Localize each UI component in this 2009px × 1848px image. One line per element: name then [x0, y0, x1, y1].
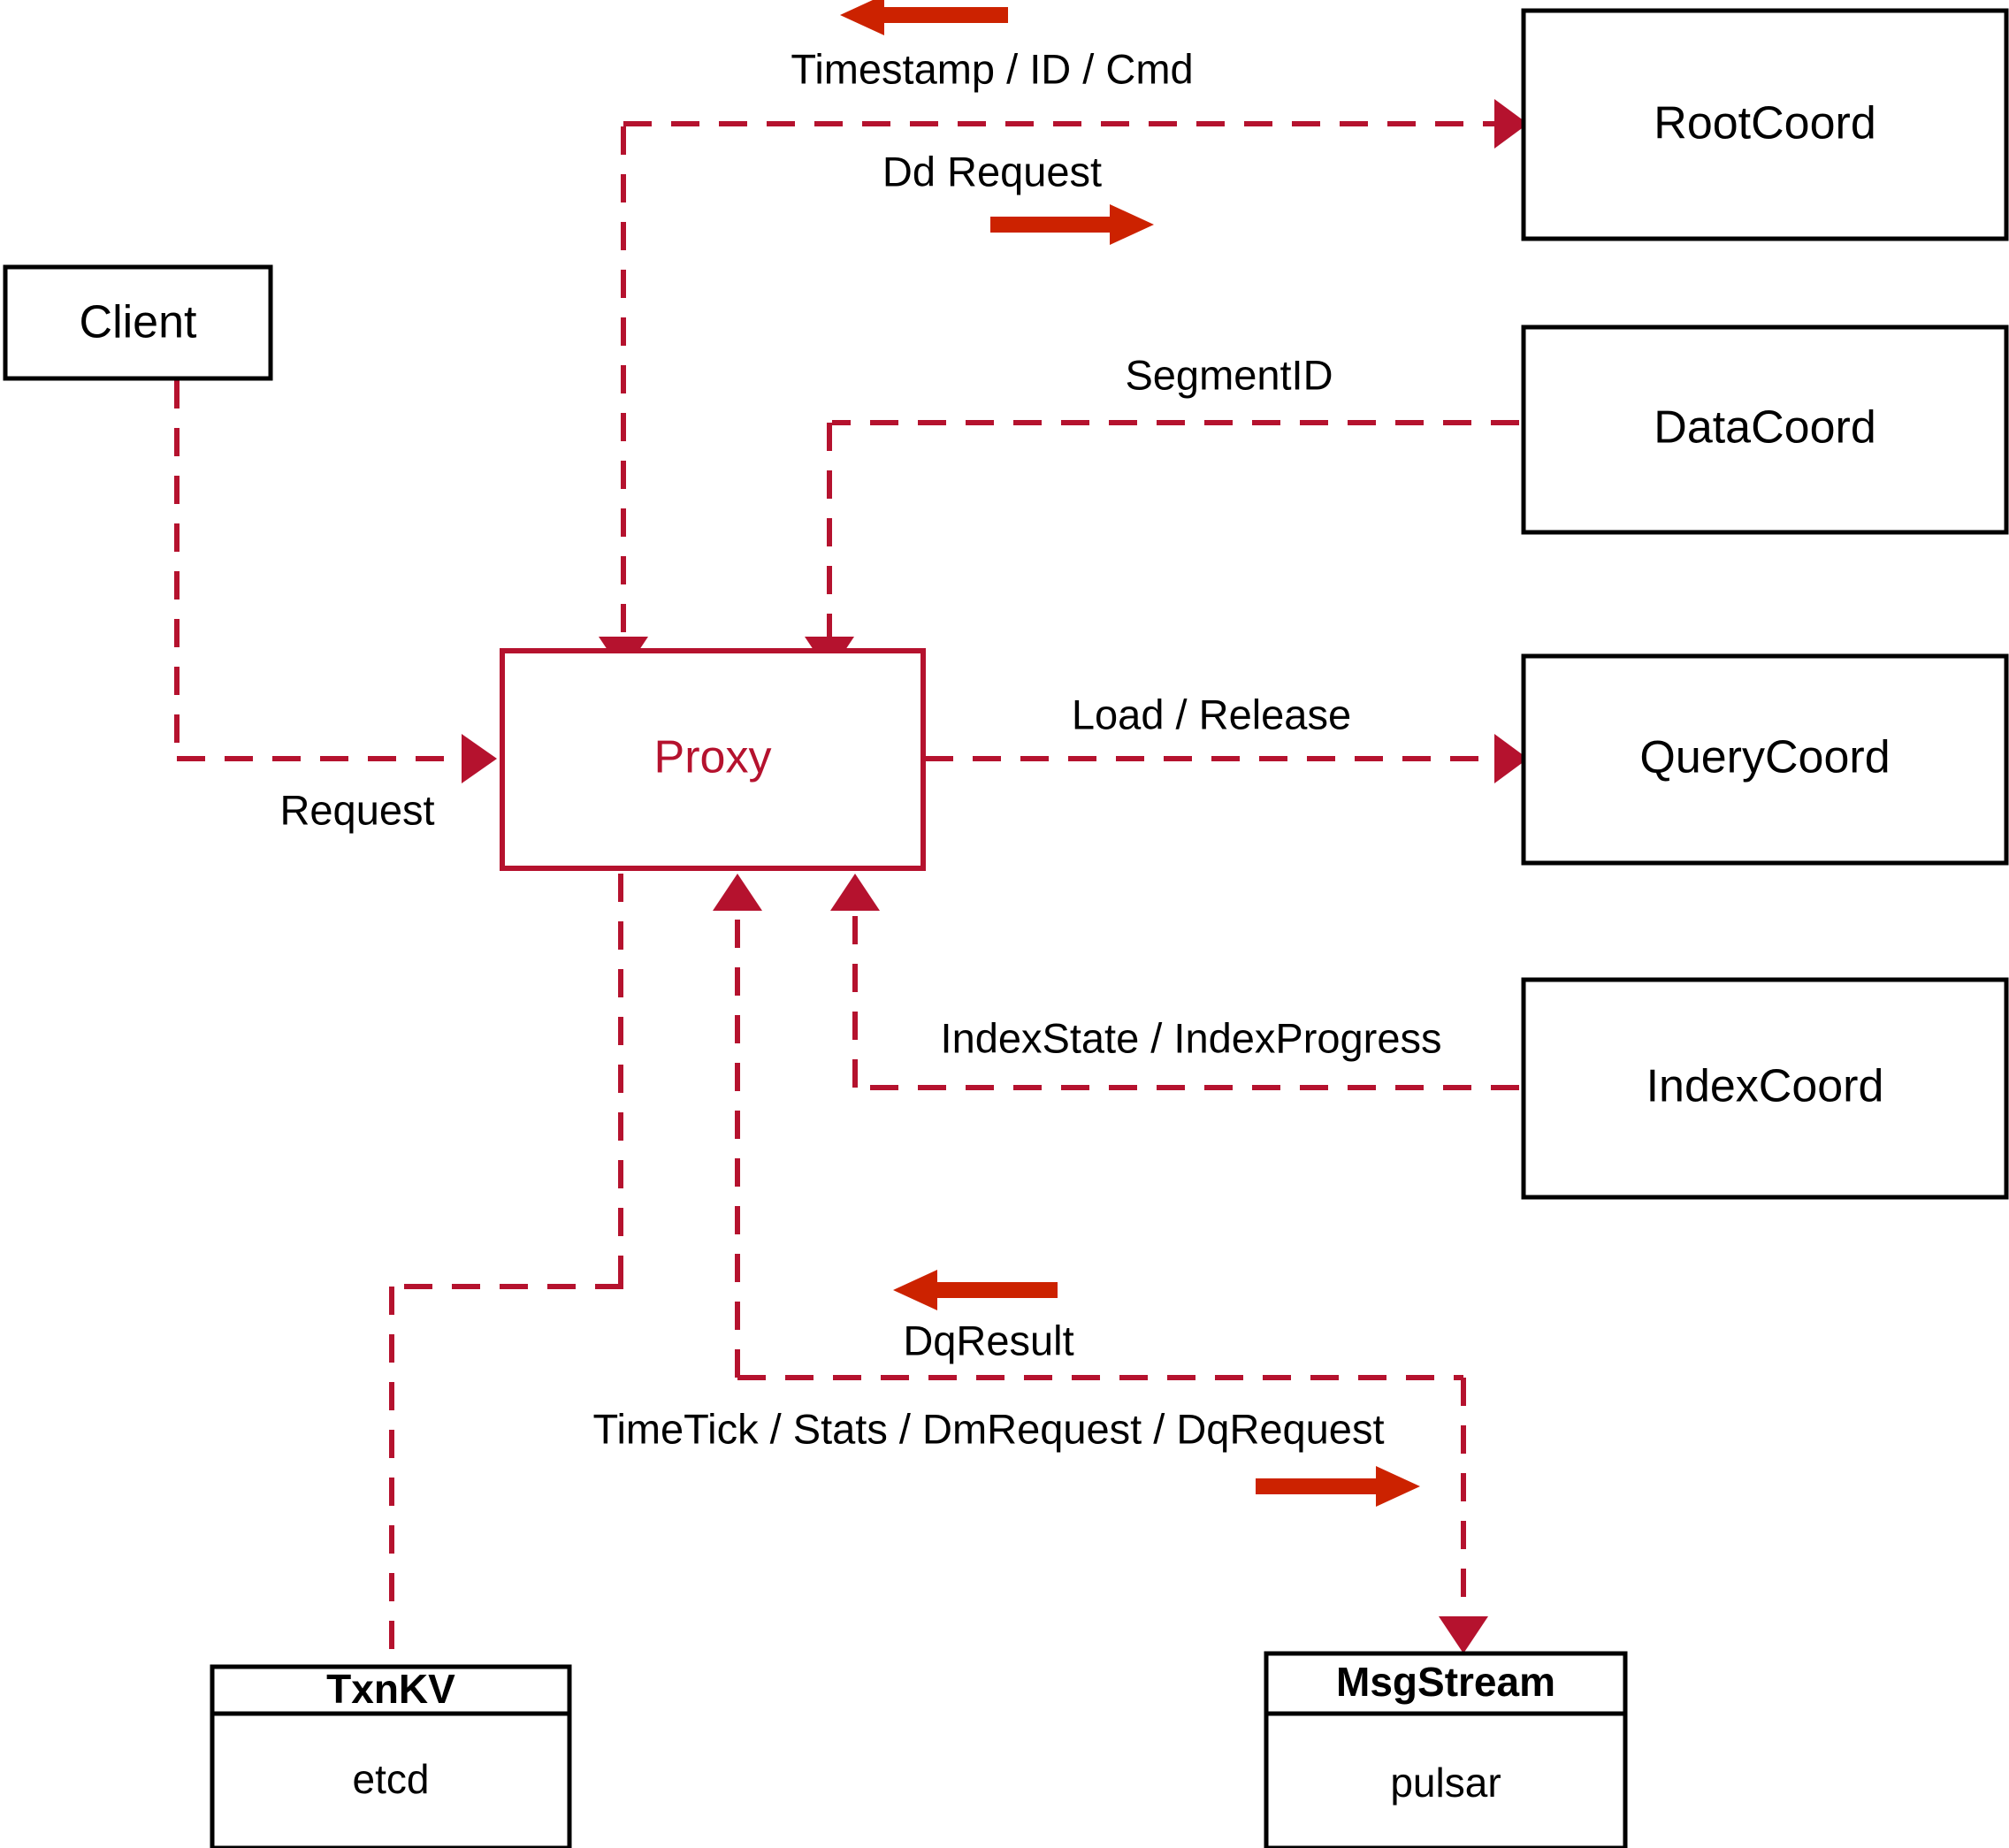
edge-dq-result-arrowhead [713, 874, 762, 911]
node-txnkv-impl: etcd [353, 1756, 430, 1802]
node-msgstream-box[interactable] [1264, 1651, 1628, 1848]
edge-timetick-arrowhead [1439, 1616, 1488, 1653]
node-rootcoord-label: RootCoord [1654, 98, 1875, 149]
edge-txnkv [389, 874, 623, 1667]
edge-label-timestamp-id-cmd: Timestamp / ID / Cmd [791, 45, 1193, 92]
edge-label-load-release: Load / Release [1072, 691, 1351, 737]
emphasis-arrow-dq-result [893, 1270, 1058, 1310]
node-rootcoord-box[interactable] [1521, 8, 2009, 241]
emphasis-arrow-timetick [1256, 1466, 1420, 1507]
edge-label-segment-id: SegmentID [1125, 351, 1333, 398]
node-client-label: Client [80, 297, 197, 348]
node-msgstream-title: MsgStream [1336, 1659, 1555, 1705]
edge-request [174, 380, 497, 783]
node-datacoord-label: DataCoord [1654, 402, 1875, 454]
edge-label-dd-request: Dd Request [882, 148, 1102, 195]
edge-segment-id [805, 420, 1519, 674]
node-datacoord[interactable]: DataCoord [1521, 325, 2009, 535]
edge-label-dq-result: DqResult [903, 1317, 1073, 1363]
node-querycoord-box[interactable] [1521, 653, 2009, 866]
node-msgstream[interactable]: MsgStream pulsar [1264, 1651, 1628, 1848]
node-txnkv-box[interactable] [210, 1664, 572, 1848]
node-txnkv-title: TxnKV [326, 1666, 455, 1712]
edge-load-release [925, 734, 1528, 783]
emphasis-arrow-timestamp [840, 0, 1008, 35]
node-client-box[interactable] [3, 264, 273, 381]
node-client[interactable]: Client [3, 264, 273, 381]
emphasis-arrow-dd-request [990, 204, 1154, 245]
node-txnkv[interactable]: TxnKV etcd [210, 1664, 572, 1848]
edge-request-arrowhead [462, 734, 497, 783]
edge-timetick [737, 1375, 1488, 1653]
edge-dq-result [713, 874, 762, 1378]
node-proxy[interactable]: Proxy [500, 648, 926, 871]
node-msgstream-impl: pulsar [1390, 1760, 1501, 1806]
node-indexcoord-label: IndexCoord [1646, 1061, 1884, 1112]
edge-label-index-state-progress: IndexState / IndexProgress [941, 1014, 1442, 1061]
node-rootcoord[interactable]: RootCoord [1521, 8, 2009, 241]
edge-index-state [830, 874, 1519, 1090]
edge-segment-id-arrow-stub [829, 619, 854, 637]
node-indexcoord[interactable]: IndexCoord [1521, 977, 2009, 1200]
node-querycoord[interactable]: QueryCoord [1521, 653, 2009, 866]
edge-index-state-arrowhead [830, 874, 880, 911]
edge-label-request: Request [279, 786, 434, 833]
node-querycoord-label: QueryCoord [1639, 732, 1890, 783]
node-datacoord-box[interactable] [1521, 325, 2009, 535]
node-proxy-label: Proxy [654, 732, 772, 783]
node-proxy-box[interactable] [500, 648, 926, 871]
edge-dd-request-arrowhead [1494, 99, 1528, 149]
edge-label-timetick-stats-dm-dq: TimeTick / Stats / DmRequest / DqRequest [592, 1405, 1384, 1452]
node-indexcoord-box[interactable] [1521, 977, 2009, 1200]
edge-load-release-arrowhead [1494, 734, 1528, 783]
